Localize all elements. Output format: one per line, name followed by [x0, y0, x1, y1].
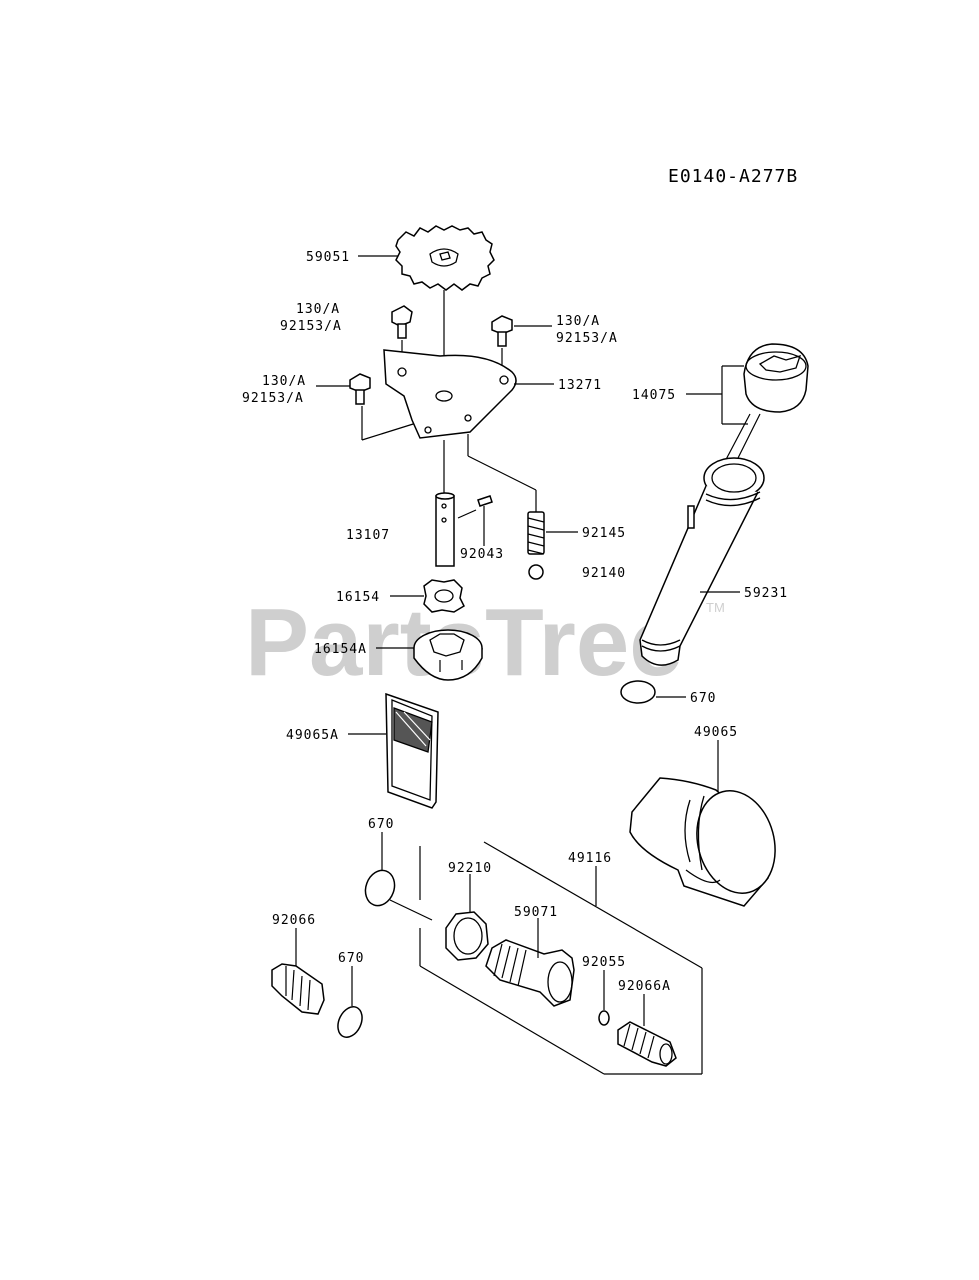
cap-part-14075[interactable] [711, 343, 809, 487]
label-59231[interactable]: 59231 [744, 586, 788, 601]
label-16154[interactable]: 16154 [336, 590, 380, 605]
pin-part-92043[interactable] [477, 495, 493, 507]
label-59051[interactable]: 59051 [306, 250, 350, 265]
label-670-2[interactable]: 670 [368, 817, 394, 832]
label-92210[interactable]: 92210 [448, 861, 492, 876]
label-49116[interactable]: 49116 [568, 851, 612, 866]
nut-part-92210[interactable] [445, 911, 489, 961]
gear-part-59051[interactable] [395, 225, 495, 291]
bolt-part-130a-right[interactable] [491, 315, 513, 370]
shaft-part-13107[interactable] [435, 492, 455, 567]
oil-filter-part-49065[interactable] [629, 777, 786, 907]
label-49065a[interactable]: 49065A [286, 728, 339, 743]
ball-part-92140[interactable] [528, 564, 544, 580]
label-13107[interactable]: 13107 [346, 528, 390, 543]
label-49065[interactable]: 49065 [694, 725, 738, 740]
watermark-tm: TM [706, 600, 725, 615]
plug-part-92066[interactable] [271, 963, 325, 1015]
oring-part-670-mid[interactable] [361, 866, 400, 909]
diagram-code: E0140-A277B [668, 166, 798, 187]
screen-part-49065a[interactable] [385, 692, 439, 809]
label-130a-3[interactable]: 130/A [262, 374, 306, 389]
label-670-1[interactable]: 670 [690, 691, 716, 706]
label-92066a[interactable]: 92066A [618, 979, 671, 994]
label-92145[interactable]: 92145 [582, 526, 626, 541]
label-92055[interactable]: 92055 [582, 955, 626, 970]
plate-part-13271[interactable] [383, 349, 517, 439]
outer-rotor-part-16154a[interactable] [413, 629, 483, 681]
bolt-part-130a-lower[interactable] [349, 373, 371, 405]
label-16154a[interactable]: 16154A [314, 642, 367, 657]
spring-part-92145[interactable] [527, 511, 545, 555]
label-92140[interactable]: 92140 [582, 566, 626, 581]
label-92043[interactable]: 92043 [460, 547, 504, 562]
oring-part-670-upper[interactable] [620, 680, 656, 704]
label-92153a-1[interactable]: 92153/A [280, 319, 342, 334]
label-92153a-2[interactable]: 92153/A [556, 331, 618, 346]
label-670-3[interactable]: 670 [338, 951, 364, 966]
oring-part-92055[interactable] [598, 1010, 610, 1026]
plug-part-92066a[interactable] [617, 1021, 677, 1067]
label-130a-1[interactable]: 130/A [296, 302, 340, 317]
label-13271[interactable]: 13271 [558, 378, 602, 393]
filler-tube-part-59231[interactable] [639, 457, 765, 666]
oring-part-670-lower[interactable] [333, 1003, 366, 1041]
label-92153a-3[interactable]: 92153/A [242, 391, 304, 406]
inner-rotor-part-16154[interactable] [423, 579, 465, 613]
label-14075[interactable]: 14075 [632, 388, 676, 403]
label-130a-2[interactable]: 130/A [556, 314, 600, 329]
pipe-part-59071[interactable] [485, 939, 575, 1007]
label-92066[interactable]: 92066 [272, 913, 316, 928]
label-59071[interactable]: 59071 [514, 905, 558, 920]
